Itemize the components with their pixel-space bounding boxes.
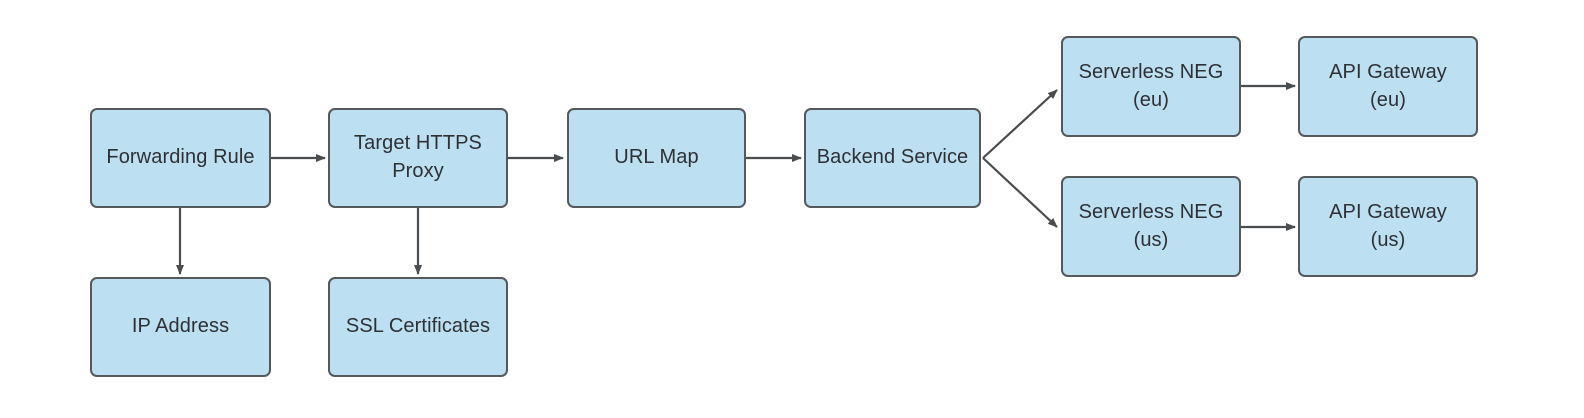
node-target-https-proxy-label: Target HTTPS Proxy [354,132,482,182]
node-forwarding-rule[interactable]: Forwarding Rule [90,108,271,208]
node-forwarding-rule-label: Forwarding Rule [106,146,255,169]
edge-backend-service-to-serverless-neg-us [982,157,1058,228]
node-url-map-label: URL Map [614,146,699,169]
node-backend-service[interactable]: Backend Service [804,108,981,208]
node-target-https-proxy[interactable]: Target HTTPS Proxy [328,108,508,208]
node-api-gateway-us-label: API Gateway (us) [1329,200,1447,251]
node-api-gateway-eu[interactable]: API Gateway (eu) [1298,36,1478,137]
node-serverless-neg-us-label: Serverless NEG (us) [1078,200,1224,251]
edge-backend-service-to-serverless-neg-eu [982,89,1058,159]
node-ssl-certificates[interactable]: SSL Certificates [328,277,508,377]
node-backend-service-label: Backend Service [816,146,969,169]
node-api-gateway-us[interactable]: API Gateway (us) [1298,176,1478,277]
node-serverless-neg-us[interactable]: Serverless NEG (us) [1061,176,1241,277]
node-url-map[interactable]: URL Map [567,108,746,208]
node-ip-address-label: IP Address [131,315,230,338]
node-api-gateway-eu-label: API Gateway (eu) [1329,60,1447,111]
node-serverless-neg-eu[interactable]: Serverless NEG (eu) [1061,36,1241,137]
node-ssl-certificates-label: SSL Certificates [345,315,491,338]
node-ip-address[interactable]: IP Address [90,277,271,377]
node-serverless-neg-eu-label: Serverless NEG (eu) [1078,60,1224,111]
